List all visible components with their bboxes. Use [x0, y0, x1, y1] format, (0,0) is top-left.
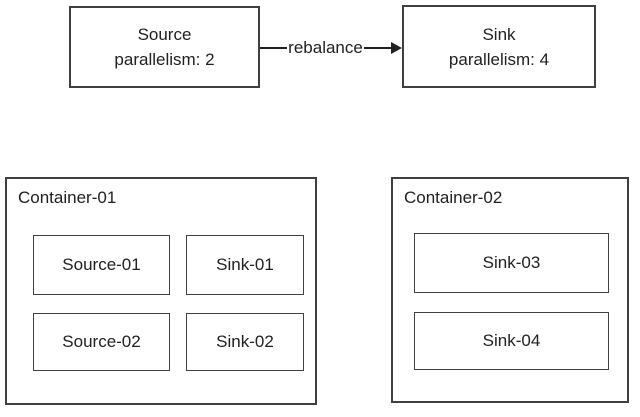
task-source-01: Source-01: [33, 235, 170, 295]
edge-line-right: [363, 47, 392, 49]
sink-node: Sink parallelism: 4: [402, 5, 596, 88]
edge-label: rebalance: [288, 38, 363, 57]
task-sink-02: Sink-02: [186, 313, 304, 371]
source-node-title: Source: [137, 25, 192, 44]
task-sink-03: Sink-03: [414, 233, 609, 293]
container-02: Container-02 Sink-03 Sink-04: [391, 177, 629, 403]
source-node: Source parallelism: 2: [69, 6, 260, 88]
sink-node-parallelism: parallelism: 4: [448, 49, 550, 69]
task-sink-04: Sink-04: [414, 312, 609, 370]
edge-line-left: [260, 47, 288, 49]
sink-node-title: Sink: [482, 24, 516, 44]
task-sink-01: Sink-01: [186, 235, 304, 295]
rebalance-edge: rebalance: [260, 38, 403, 58]
task-source-02: Source-02: [33, 313, 170, 371]
container-01: Container-01 Source-01 Sink-01 Source-02…: [5, 177, 317, 405]
source-node-parallelism: parallelism: 2: [114, 50, 215, 69]
container-02-title: Container-02: [404, 188, 503, 207]
arrowhead-icon: [391, 42, 403, 54]
container-01-title: Container-01: [18, 188, 117, 207]
